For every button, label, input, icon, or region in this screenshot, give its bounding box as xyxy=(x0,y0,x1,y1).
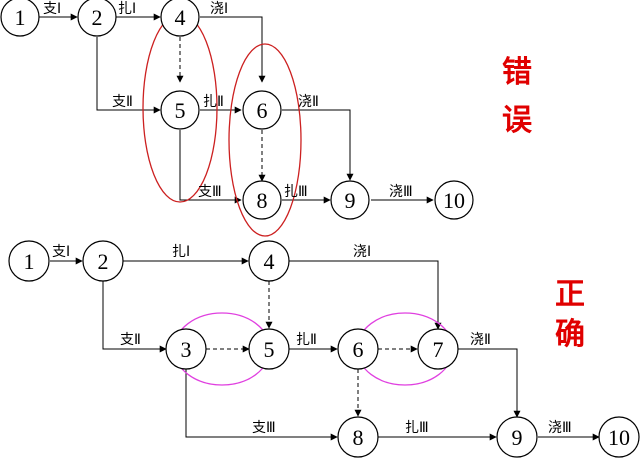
wrong-edge-6-9 xyxy=(282,109,354,181)
wrong-node-2: 2 xyxy=(77,0,117,37)
wrong-edge-2-5 xyxy=(96,37,161,114)
svg-text:9: 9 xyxy=(345,188,356,213)
svg-text:5: 5 xyxy=(264,337,275,362)
wrong-edge-4-6 xyxy=(200,16,266,83)
svg-text:8: 8 xyxy=(257,188,268,213)
right-diagram: 支Ⅰ 扎Ⅰ 浇Ⅰ 支Ⅱ 扎Ⅱ 浇Ⅱ 支Ⅲ 扎Ⅲ 浇Ⅲ 1 2 4 3 5 xyxy=(8,240,640,458)
right-label-7-9: 浇Ⅱ xyxy=(470,332,491,348)
wrong-label-4-6: 浇Ⅰ xyxy=(210,1,228,17)
right-node-9: 9 xyxy=(496,416,538,458)
wrong-label-5-8: 支Ⅲ xyxy=(198,184,222,200)
right-label-4-7: 浇Ⅰ xyxy=(353,244,371,260)
wrong-node-4: 4 xyxy=(160,0,200,37)
wrong-node-9: 9 xyxy=(330,180,370,220)
right-label-bottom-char: 确 xyxy=(555,317,585,352)
wrong-node-10: 10 xyxy=(434,180,474,220)
wrong-label-6-9: 浇Ⅱ xyxy=(298,94,319,110)
right-label-9-10: 浇Ⅲ xyxy=(548,420,572,436)
right-label-2-3: 支Ⅱ xyxy=(120,332,141,348)
right-node-4: 4 xyxy=(248,240,290,282)
wrong-label-5-6: 扎Ⅱ xyxy=(203,94,224,110)
right-node-8: 8 xyxy=(337,416,379,458)
svg-text:3: 3 xyxy=(181,337,192,362)
wrong-edge-5-8 xyxy=(179,130,242,204)
svg-text:7: 7 xyxy=(433,337,444,362)
svg-text:4: 4 xyxy=(175,5,186,30)
svg-text:5: 5 xyxy=(175,98,186,123)
wrong-node-6: 6 xyxy=(242,90,282,130)
svg-text:6: 6 xyxy=(353,337,364,362)
svg-text:10: 10 xyxy=(443,188,465,213)
right-node-3: 3 xyxy=(165,328,207,370)
svg-text:9: 9 xyxy=(512,425,523,450)
svg-text:4: 4 xyxy=(264,249,275,274)
wrong-node-1: 1 xyxy=(0,0,40,37)
right-edge-4-7 xyxy=(289,260,442,330)
svg-text:6: 6 xyxy=(257,98,268,123)
right-node-10: 10 xyxy=(598,416,640,458)
svg-text:1: 1 xyxy=(15,5,26,30)
right-edge-3-8 xyxy=(185,369,338,441)
wrong-node-8: 8 xyxy=(242,180,282,220)
right-edge-2-3 xyxy=(102,281,167,353)
right-node-6: 6 xyxy=(337,328,379,370)
wrong-diagram: 支Ⅰ 扎Ⅰ 浇Ⅰ 支Ⅱ 扎Ⅱ 浇Ⅱ 支Ⅲ 扎Ⅲ 浇Ⅲ 1 2 4 5 6 xyxy=(0,0,474,237)
svg-text:2: 2 xyxy=(98,249,109,274)
wrong-ellipse-6-8 xyxy=(228,43,302,237)
wrong-label-top-char: 错 xyxy=(502,55,532,90)
wrong-label-2-5: 支Ⅱ xyxy=(112,94,133,110)
right-node-2: 2 xyxy=(82,240,124,282)
right-edge-7-9 xyxy=(458,348,521,418)
wrong-label-2-4: 扎Ⅰ xyxy=(118,1,136,17)
wrong-label-1-2: 支Ⅰ xyxy=(43,1,61,17)
right-label-5-6: 扎Ⅱ xyxy=(296,332,317,348)
right-label-8-9: 扎Ⅲ xyxy=(405,420,429,436)
wrong-node-5: 5 xyxy=(160,90,200,130)
svg-text:1: 1 xyxy=(24,249,35,274)
right-node-1: 1 xyxy=(8,240,50,282)
right-label-2-4: 扎Ⅰ xyxy=(172,244,190,260)
right-label-3-8: 支Ⅲ xyxy=(252,420,276,436)
svg-text:2: 2 xyxy=(92,5,103,30)
svg-text:10: 10 xyxy=(608,425,630,450)
right-node-5: 5 xyxy=(248,328,290,370)
right-label-top-char: 正 xyxy=(555,277,585,312)
wrong-label-8-9: 扎Ⅲ xyxy=(284,184,308,200)
wrong-label-bottom-char: 误 xyxy=(502,103,533,138)
svg-text:8: 8 xyxy=(353,425,364,450)
wrong-label-9-10: 浇Ⅲ xyxy=(389,184,413,200)
right-node-7: 7 xyxy=(417,328,459,370)
right-label-1-2: 支Ⅰ xyxy=(52,244,70,260)
